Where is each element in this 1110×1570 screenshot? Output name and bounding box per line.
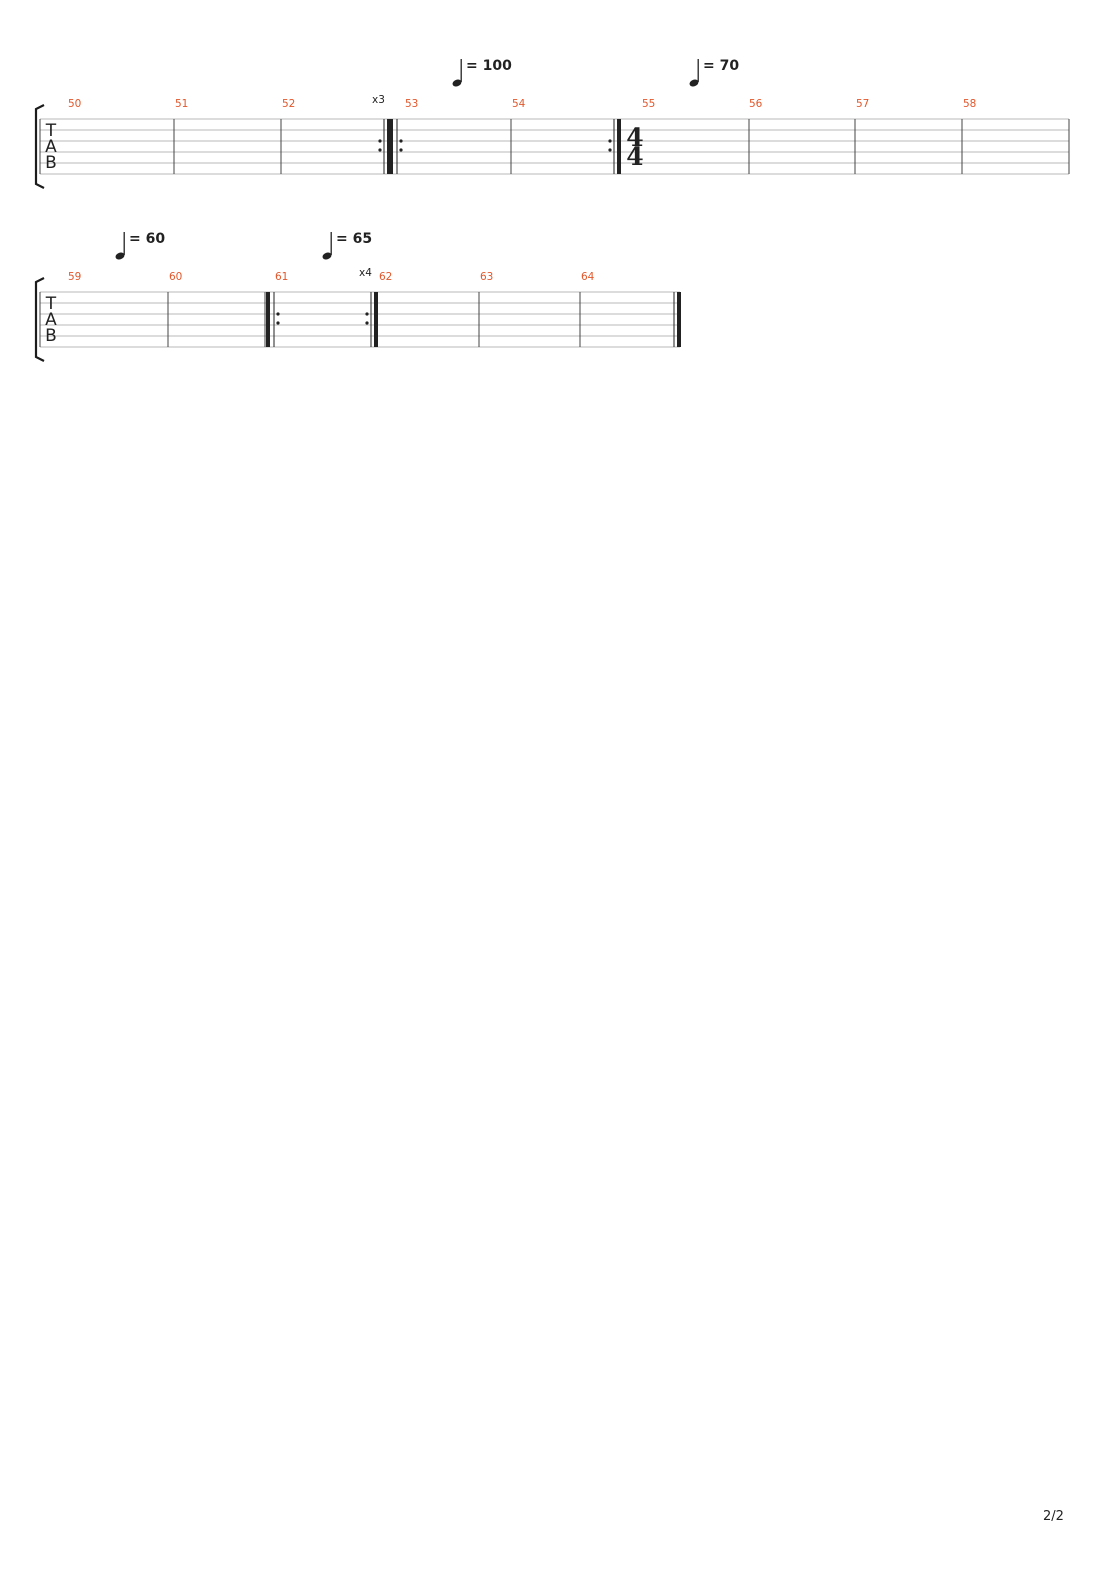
tempo-label: = 100 bbox=[466, 58, 512, 74]
repeat-count: x4 bbox=[359, 267, 372, 279]
page-number: 2/2 bbox=[1043, 1509, 1064, 1524]
repeat-end-thick-bar bbox=[387, 119, 391, 174]
tab-clef-letter: A bbox=[45, 137, 57, 157]
repeat-dot bbox=[365, 321, 369, 325]
repeat-dot bbox=[378, 148, 382, 152]
tab-system: TAB 50 51 52 53 54 55 56 57 58 x3 = 100 = 70 44 bbox=[34, 58, 1070, 189]
repeat-dot bbox=[399, 148, 403, 152]
repeat-dot bbox=[276, 321, 280, 325]
measure-number: 57 bbox=[856, 98, 869, 110]
tempo-label: = 70 bbox=[703, 58, 739, 74]
system-bracket bbox=[34, 104, 45, 189]
measure-number: 58 bbox=[963, 98, 976, 110]
tempo-label: = 60 bbox=[129, 231, 165, 247]
repeat-dot bbox=[399, 139, 403, 143]
note-head bbox=[452, 79, 462, 87]
tab-clef-letter: A bbox=[45, 310, 57, 330]
repeat-dot bbox=[378, 139, 382, 143]
final-thick-bar bbox=[677, 292, 681, 347]
repeat-end-thick-bar bbox=[374, 292, 378, 347]
measure-number: 52 bbox=[282, 98, 295, 110]
measure-number: 60 bbox=[169, 271, 182, 283]
repeat-end-thick-bar bbox=[617, 119, 621, 174]
tab-clef-letter: B bbox=[45, 153, 57, 173]
repeat-dot bbox=[608, 148, 612, 152]
measure-number: 55 bbox=[642, 98, 655, 110]
repeat-dot bbox=[365, 312, 369, 316]
quarter-note-icon bbox=[689, 59, 699, 87]
tempo-label: = 65 bbox=[336, 231, 372, 247]
measure-number: 53 bbox=[405, 98, 418, 110]
tab-clef-letter: B bbox=[45, 326, 57, 346]
system-bracket bbox=[34, 277, 45, 362]
quarter-note-icon bbox=[452, 59, 462, 87]
measure-number: 64 bbox=[581, 271, 595, 283]
time-signature-denominator: 4 bbox=[626, 142, 643, 171]
repeat-dot bbox=[608, 139, 612, 143]
tab-clef-letter: T bbox=[45, 121, 57, 141]
note-head bbox=[115, 252, 125, 260]
measure-number: 61 bbox=[275, 271, 288, 283]
measure-number: 50 bbox=[68, 98, 81, 110]
tab-clef-letter: T bbox=[45, 294, 57, 314]
tab-system: TAB 59 60 61 62 63 64 x4 = 60 = 65 bbox=[34, 231, 681, 362]
time-signature-numerator: 4 bbox=[626, 123, 643, 152]
repeat-start-thick-bar bbox=[266, 292, 270, 347]
quarter-note-icon bbox=[115, 232, 125, 260]
measure-number: 56 bbox=[749, 98, 763, 110]
repeat-dot bbox=[276, 312, 280, 316]
measure-number: 59 bbox=[68, 271, 81, 283]
quarter-note-icon bbox=[322, 232, 332, 260]
measure-number: 62 bbox=[379, 271, 392, 283]
note-head bbox=[689, 79, 699, 87]
measure-number: 63 bbox=[480, 271, 493, 283]
repeat-count: x3 bbox=[372, 94, 385, 106]
measure-number: 54 bbox=[512, 98, 526, 110]
note-head bbox=[322, 252, 332, 260]
measure-number: 51 bbox=[175, 98, 188, 110]
